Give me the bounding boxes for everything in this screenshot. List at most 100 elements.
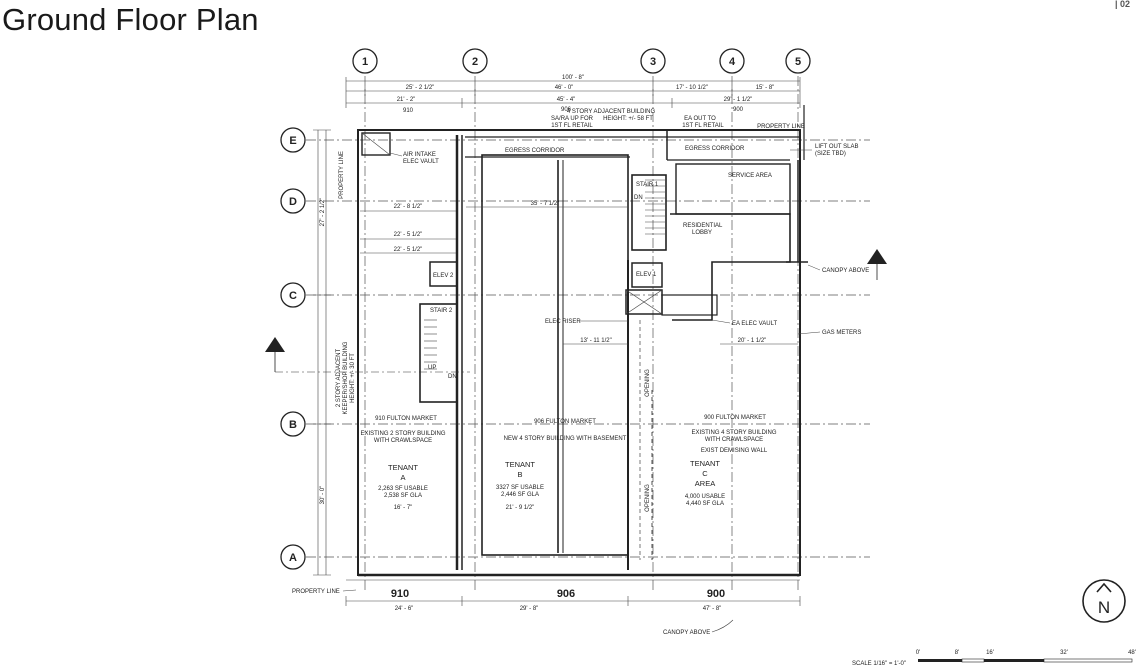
dim-d1: 22' - 8 1/2" — [394, 204, 423, 210]
dim-900: 29' - 1 1/2" — [724, 97, 753, 103]
tenant-b-usable: 3327 SF USABLE — [496, 485, 544, 491]
egress-corridor-2: EGRESS CORRIDOR — [685, 146, 745, 152]
tenant-c-usable: 4,000 USABLE — [685, 494, 725, 500]
elec-riser: ELEC RISER — [545, 319, 581, 325]
tenant-b-letter: B — [517, 470, 522, 479]
page-number: | 02 — [1114, 0, 1130, 9]
row-label: C — [289, 290, 297, 302]
row-label: A — [289, 552, 297, 564]
row-bubble-D: D — [280, 188, 306, 214]
tenant-b-dim: 21' - 9 1/2" — [506, 505, 535, 511]
adj-left-1: 2 STORY ADJACENT — [336, 348, 342, 407]
row-bubble-E: E — [280, 127, 306, 153]
dim-col12: 25' - 2 1/2" — [406, 85, 435, 91]
stair1-dn: DN — [634, 195, 643, 201]
dim-col34: 17' - 10 1/2" — [676, 85, 708, 91]
adj-left-2: KEEPER/SHOP BUILDING — [343, 341, 349, 414]
num-900-top: 900 — [733, 107, 744, 113]
num-910: 910 — [391, 588, 409, 600]
column-bubble-3: 3 — [640, 48, 666, 74]
canopy-above-right: CANOPY ABOVE — [822, 268, 869, 274]
tenant-a-word: TENANT — [388, 463, 418, 472]
dim-bottom-900: 47' - 8" — [703, 606, 722, 612]
row-label: D — [289, 196, 297, 208]
column-bubble-1: 1 — [352, 48, 378, 74]
ea-out: EA OUT TO — [684, 116, 716, 122]
canopy-above-bottom: CANOPY ABOVE — [663, 630, 710, 636]
sa-up: SA/RA UP FOR — [551, 116, 594, 122]
row-bubble-C: C — [280, 282, 306, 308]
opening-lower: OPENING — [645, 484, 651, 512]
left-dimensions — [313, 129, 331, 576]
dim-d5: 13' - 11 1/2" — [580, 338, 612, 344]
column-label: 5 — [795, 56, 801, 68]
first-fl-retail: 1ST FL RETAIL — [551, 123, 593, 129]
dim-d2: 22' - 5 1/2" — [394, 232, 423, 238]
num-906: 906 — [557, 588, 575, 600]
tenant-c-gla: 4,440 SF GLA — [686, 501, 724, 507]
existing-4-story: EXISTING 4 STORY BUILDING — [691, 430, 776, 436]
scale-tick: 0' — [916, 650, 920, 656]
north-letter: N — [1098, 598, 1110, 617]
stair2-dn: DN — [448, 374, 457, 380]
stair1-label: STAIR 1 — [636, 182, 659, 188]
tenant-a-dim: 16' - 7" — [394, 505, 413, 511]
property-line-bottom: PROPERTY LINE — [292, 589, 340, 595]
num-910-top: 910 — [403, 108, 414, 114]
fulton-900: 900 FULTON MARKET — [704, 415, 766, 421]
tenant-a-usable: 2,263 SF USABLE — [378, 486, 428, 492]
section-marker-right-icon — [867, 249, 887, 264]
scale-tick: 32' — [1060, 650, 1068, 656]
interior-dimensions — [360, 206, 798, 345]
adjacent-top-height: HEIGHT: +/- 58 FT — [603, 116, 653, 122]
first-fl-retail-2: 1ST FL RETAIL — [682, 123, 724, 129]
service-area: SERVICE AREA — [728, 173, 772, 179]
size-tbd: (SIZE TBD) — [815, 151, 846, 157]
dim-bottom-906: 29' - 8" — [520, 606, 539, 612]
column-label: 2 — [472, 56, 478, 68]
section-marker-left-icon — [265, 337, 285, 352]
tenant-c-letter: C — [702, 469, 708, 478]
residential: RESIDENTIAL — [683, 223, 723, 229]
lobby: LOBBY — [692, 230, 712, 236]
dim-row-upper: 27' - 2 1/2" — [320, 198, 326, 227]
new-4-story: NEW 4 STORY BUILDING WITH BASEMENT — [504, 436, 627, 442]
existing-2-story: EXISTING 2 STORY BUILDING — [360, 431, 445, 437]
scale-tick: 8' — [955, 650, 959, 656]
grid-lines — [306, 76, 870, 590]
column-label: 4 — [729, 56, 736, 68]
leader-lines — [389, 149, 821, 335]
shaft-marks — [361, 132, 663, 315]
column-bubble-2: 2 — [462, 48, 488, 74]
dim-910: 21' - 2" — [397, 97, 416, 103]
dim-bottom-910: 24' - 6" — [395, 606, 414, 612]
dim-row-lower: 30' - 0" — [320, 486, 326, 505]
scale-bar: SCALE 1/16" = 1'-0" 0' 8' 16' 32' 48' — [852, 650, 1136, 667]
tenant-b-word: TENANT — [505, 460, 535, 469]
num-906-top: 906 — [561, 107, 572, 113]
stair-treads — [424, 179, 665, 370]
row-label: E — [289, 135, 296, 147]
stair2-up: UP — [428, 365, 436, 371]
row-label: B — [289, 419, 297, 431]
tenant-a-letter: A — [400, 473, 405, 482]
dim-906: 45' - 4" — [557, 97, 576, 103]
column-label: 3 — [650, 56, 656, 68]
fulton-910: 910 FULTON MARKET — [375, 416, 437, 422]
north-arrow-icon: N — [1082, 579, 1126, 623]
elev2-label: ELEV 2 — [433, 273, 454, 279]
dim-overall: 100' - 8" — [562, 75, 584, 81]
tenant-c-area: AREA — [695, 479, 715, 488]
scale-tick: 48' — [1128, 650, 1136, 656]
elev1-label: ELEV 1 — [636, 272, 657, 278]
num-900: 900 — [707, 588, 725, 600]
adj-left-3: HEIGHT: +/- 30 FT — [350, 353, 356, 403]
property-line-top: PROPERTY LINE — [757, 124, 805, 130]
tenant-c-word: TENANT — [690, 459, 720, 468]
tenant-b-gla: 2,446 SF GLA — [501, 492, 539, 498]
column-label: 1 — [362, 56, 368, 68]
dim-d3: 22' - 5 1/2" — [394, 247, 423, 253]
bottom-dimensions — [345, 579, 801, 606]
opening-upper: OPENING — [645, 369, 651, 397]
